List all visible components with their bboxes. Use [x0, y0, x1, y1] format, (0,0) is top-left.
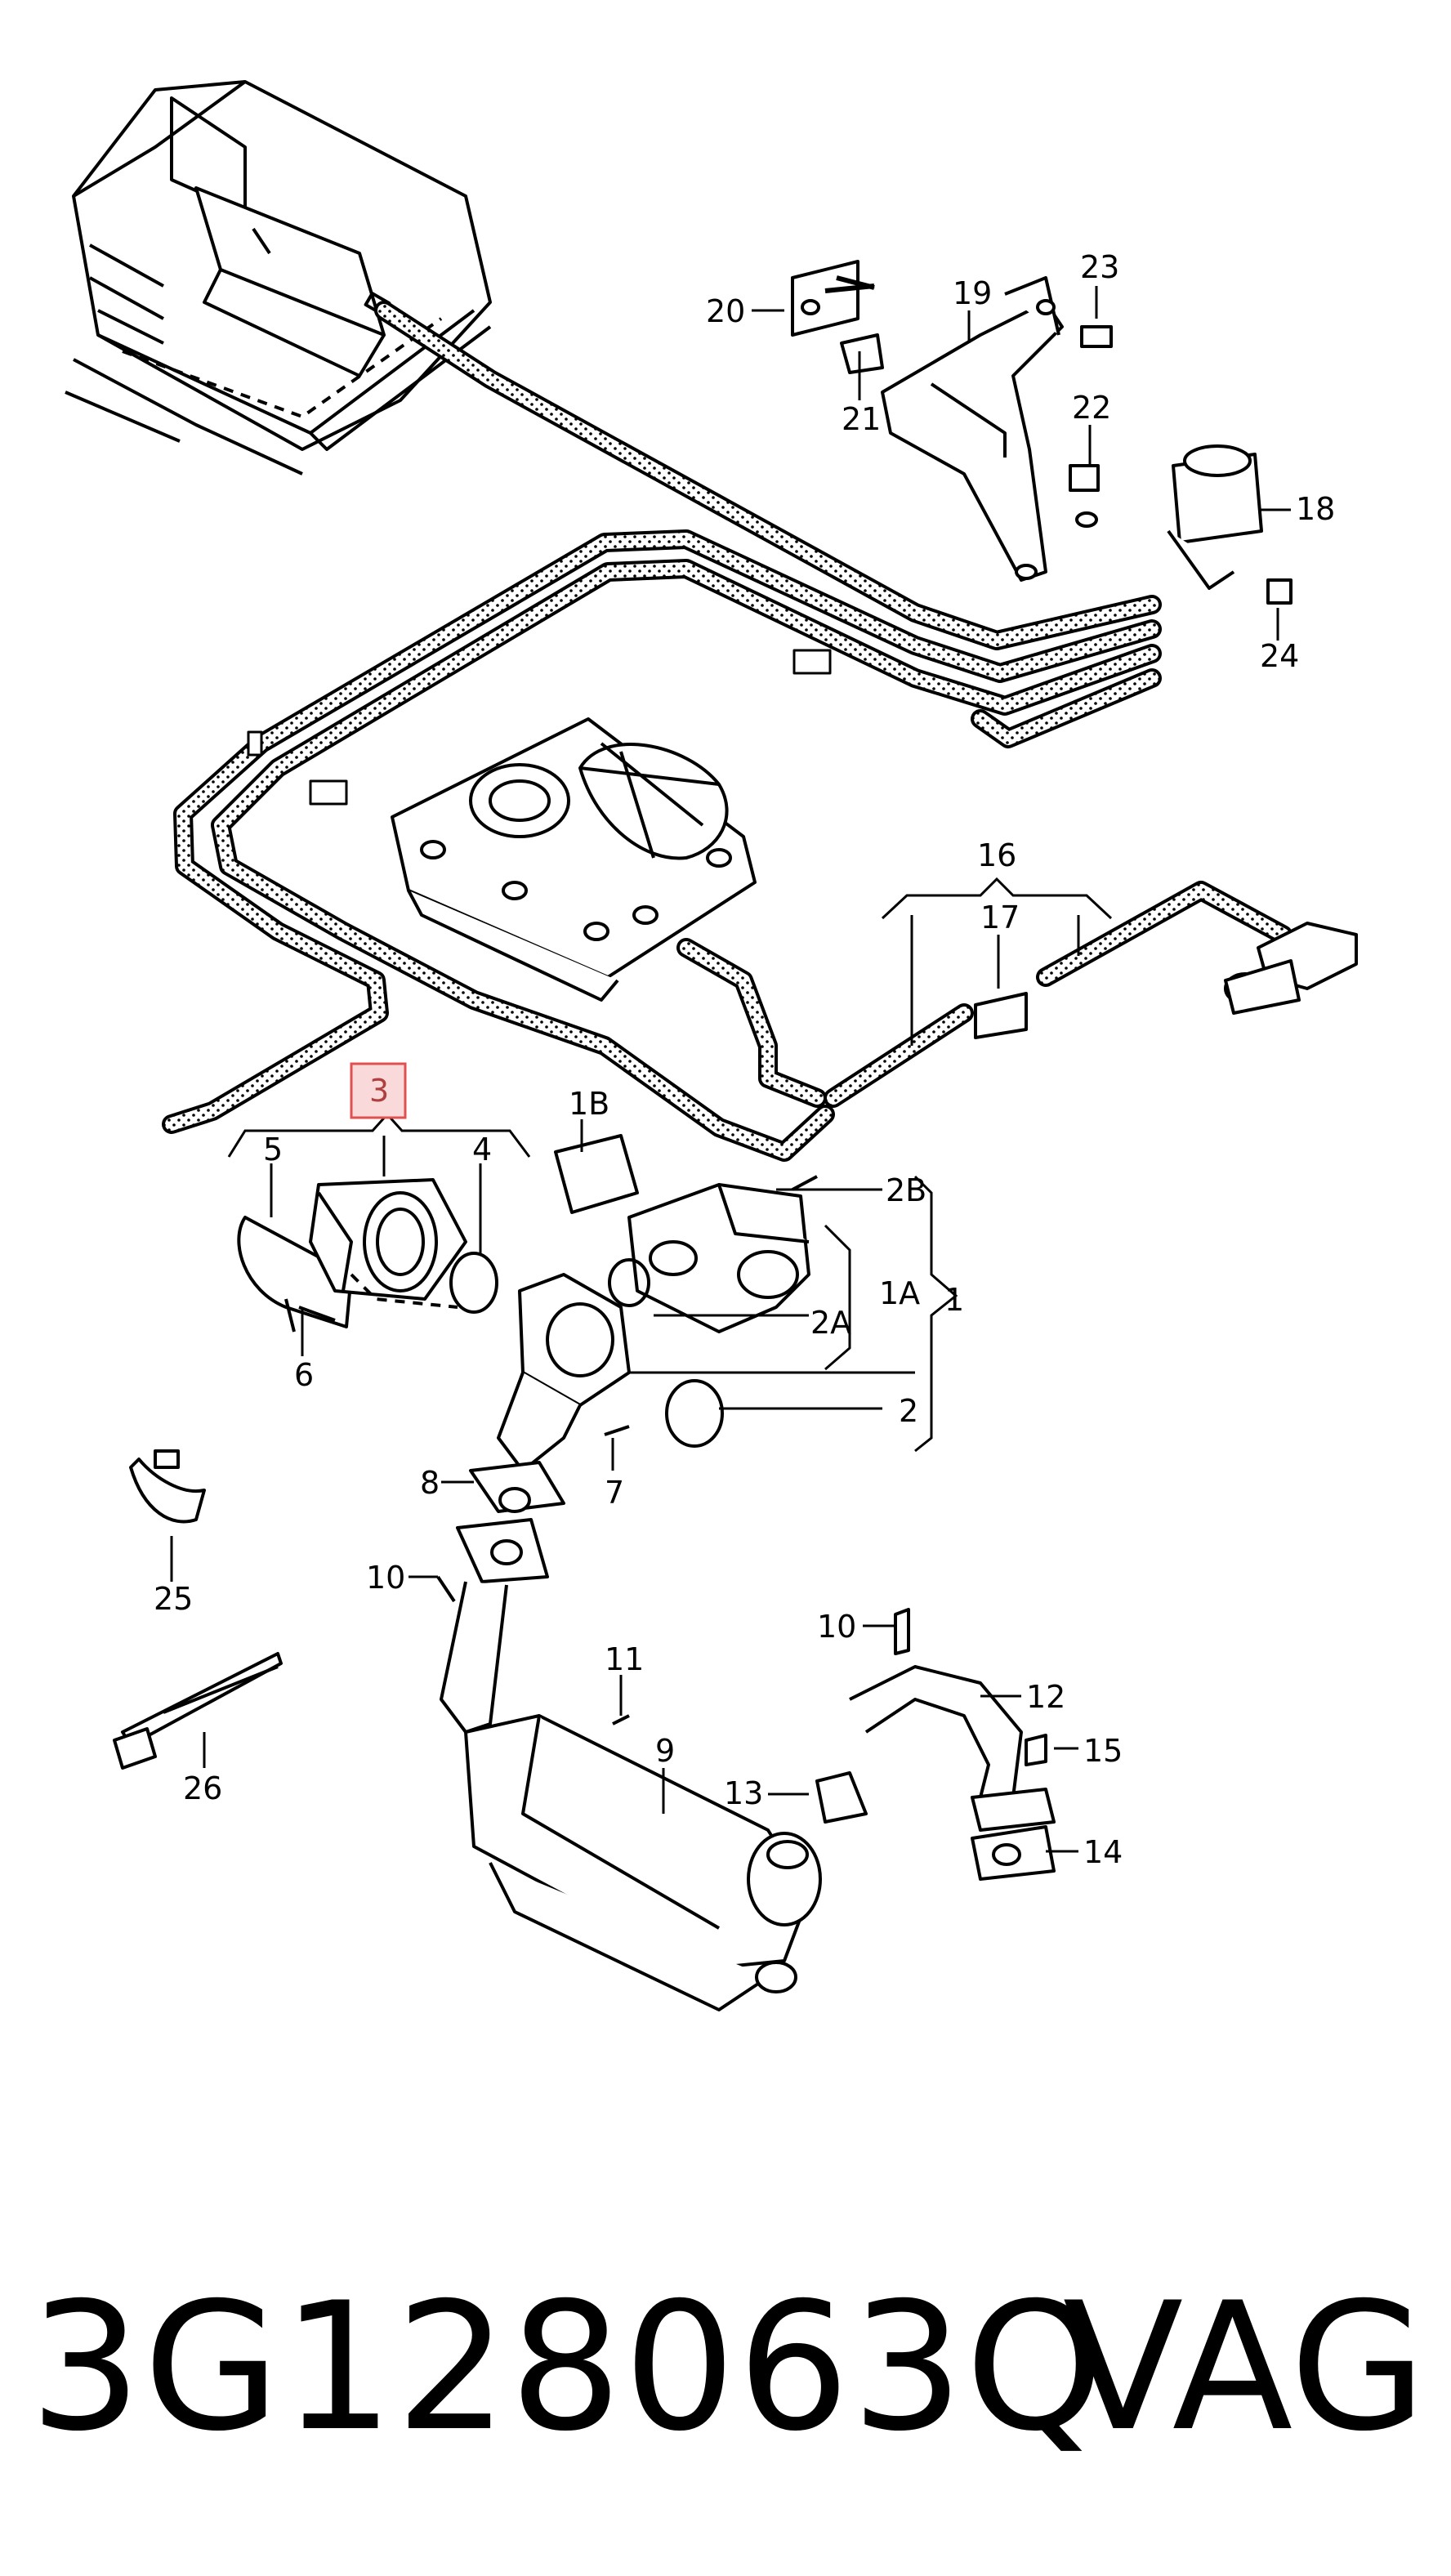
- egr-actuator: [554, 1134, 818, 1333]
- callout-14: 14: [1083, 1834, 1123, 1870]
- callout-4: 4: [472, 1132, 492, 1167]
- solenoid-bracket-assembly: [791, 260, 1293, 605]
- callout-5: 5: [263, 1132, 283, 1167]
- callout-25: 25: [154, 1581, 193, 1617]
- callout-2A: 2A: [810, 1305, 851, 1341]
- callout-15: 15: [1083, 1733, 1123, 1769]
- callout-24: 24: [1260, 638, 1299, 674]
- callout-8: 8: [420, 1465, 440, 1501]
- callout-10-b: 10: [817, 1609, 856, 1645]
- part-number-text: 3G128063Q: [29, 2265, 1106, 2470]
- callout-26: 26: [183, 1770, 222, 1806]
- callout-6: 6: [294, 1357, 314, 1393]
- callout-10-a: 10: [366, 1560, 405, 1596]
- callout-3: 3: [369, 1073, 389, 1109]
- callout-labels: 20 19 23 21 22 18 24 16 17 3 1B 5 4 2B 1…: [154, 249, 1335, 1870]
- flange-pipe-assembly: [436, 1273, 724, 1734]
- callout-17: 17: [980, 900, 1020, 935]
- callout-18: 18: [1296, 491, 1335, 527]
- callout-2B: 2B: [886, 1172, 926, 1208]
- air-filter-housing: [65, 80, 492, 475]
- callout-11: 11: [605, 1641, 644, 1677]
- callout-23: 23: [1080, 249, 1119, 285]
- callout-19: 19: [953, 275, 992, 311]
- callout-2: 2: [899, 1393, 918, 1429]
- vacuum-hose-network: [162, 301, 1293, 1162]
- callout-9: 9: [655, 1733, 675, 1769]
- one-way-valve-assembly: [974, 922, 1358, 1039]
- callout-21: 21: [842, 401, 881, 437]
- callout-1: 1: [944, 1282, 964, 1318]
- egr-valve-body: [237, 1178, 498, 1333]
- callout-7: 7: [605, 1475, 624, 1511]
- hose-clamps: [113, 1449, 283, 1770]
- brand-text: VAG: [1062, 2265, 1426, 2470]
- intake-manifold-cover: [391, 717, 757, 1002]
- callout-3-highlight: [350, 1062, 407, 1119]
- exploded-parts-diagram: 20 19 23 21 22 18 24 16 17 3 1B 5 4 2B 1…: [65, 80, 1358, 2011]
- egr-cooler: [464, 1608, 1056, 2011]
- callout-20: 20: [706, 293, 745, 329]
- callout-1B: 1B: [569, 1086, 609, 1122]
- callout-12: 12: [1026, 1679, 1065, 1715]
- callout-22: 22: [1072, 390, 1111, 426]
- callout-13: 13: [724, 1775, 763, 1811]
- callout-16: 16: [977, 837, 1016, 873]
- callout-1A: 1A: [879, 1275, 920, 1311]
